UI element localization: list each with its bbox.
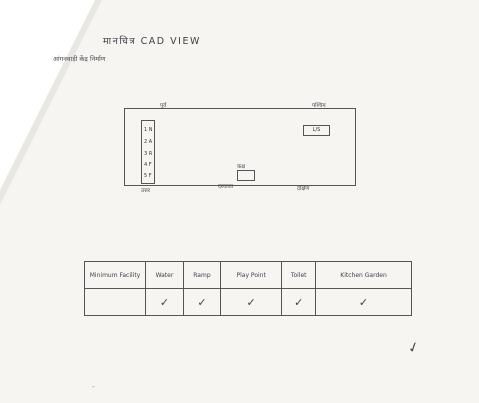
plan-small-rect bbox=[237, 170, 255, 181]
folded-corner bbox=[0, 0, 95, 190]
table-header-cell: Kitchen Garden bbox=[315, 261, 412, 289]
floor-plan bbox=[124, 108, 356, 186]
plan-label-bottom-mid: दरवाजा bbox=[218, 184, 234, 190]
table-cell bbox=[84, 288, 146, 316]
check-mark: ✓ bbox=[315, 288, 412, 316]
table-header-cell: Toilet bbox=[281, 261, 317, 289]
plan-label-bottom-left: उत्तर bbox=[141, 188, 151, 194]
plan-small-box: L/S bbox=[303, 125, 330, 136]
check-mark: ✓ bbox=[281, 288, 317, 316]
check-mark: ✓ bbox=[145, 288, 184, 316]
table-header-cell: Play Point bbox=[220, 261, 283, 289]
plan-rack: 1 N 2 A 3 R 4 F 5 F bbox=[141, 120, 155, 184]
table-row: ✓ ✓ ✓ ✓ ✓ bbox=[84, 288, 412, 316]
rack-item: 2 A bbox=[144, 139, 153, 145]
page-title: मानचित्र CAD VIEW bbox=[103, 36, 201, 47]
rack-item: 1 N bbox=[144, 127, 153, 133]
bottom-mark: - bbox=[92, 383, 95, 391]
page-subtitle: आंगनवाड़ी केंद्र निर्माण bbox=[53, 55, 106, 63]
plan-label-top-left: पूर्व bbox=[160, 103, 167, 109]
table-header-cell: Minimum Facility bbox=[84, 261, 146, 289]
plan-rect-label: कक्ष bbox=[237, 164, 246, 170]
table-header-cell: Ramp bbox=[182, 261, 222, 289]
plan-label-top-right: पश्चिम bbox=[312, 103, 326, 109]
check-mark: ✓ bbox=[220, 288, 283, 316]
table-header-cell: Water bbox=[145, 261, 184, 289]
check-mark: ✓ bbox=[182, 288, 222, 316]
table-header-row: Minimum Facility Water Ramp Play Point T… bbox=[84, 261, 412, 289]
rack-item: 4 F bbox=[144, 162, 152, 168]
facility-table: Minimum Facility Water Ramp Play Point T… bbox=[84, 261, 412, 316]
rack-item: 3 R bbox=[144, 151, 153, 157]
rack-item: 5 F bbox=[144, 173, 152, 179]
plan-label-bottom-right: दक्षिण bbox=[297, 186, 310, 192]
